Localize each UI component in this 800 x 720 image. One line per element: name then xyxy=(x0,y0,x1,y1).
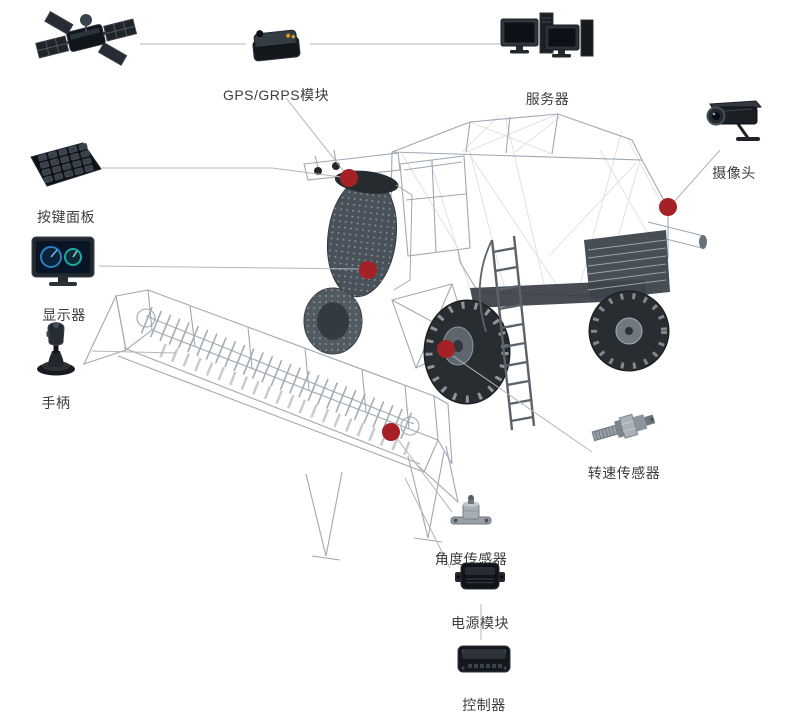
display-label: 显示器 xyxy=(42,307,86,323)
power-module-label: 电源模块 xyxy=(451,615,509,631)
speed-sensor-icon xyxy=(584,404,664,455)
joystick-label: 手柄 xyxy=(41,395,71,411)
server-label: 服务器 xyxy=(525,91,570,107)
connector-line xyxy=(91,350,177,354)
joystick-icon xyxy=(33,318,79,381)
speed-sensor-label: 转速传感器 xyxy=(587,465,661,481)
marker-dot xyxy=(659,198,677,216)
connector-line xyxy=(98,265,361,270)
connector-line xyxy=(395,436,453,513)
camera-icon xyxy=(700,96,768,151)
marker-dot xyxy=(340,169,358,187)
component-joystick: 手柄 xyxy=(33,318,79,413)
angle-sensor-icon xyxy=(432,494,510,539)
marker-dot xyxy=(382,423,400,441)
keypad-icon xyxy=(28,140,104,195)
connector-line xyxy=(672,149,721,204)
component-angle-sensor: 角度传感器 xyxy=(432,494,510,569)
component-satellite xyxy=(34,4,138,79)
controller-icon xyxy=(456,642,512,683)
controller-label: 控制器 xyxy=(462,697,506,713)
connector-line xyxy=(452,355,593,453)
harvester-wireframe xyxy=(82,113,707,561)
gps-module-label: GPS/GRPS模块 xyxy=(222,87,330,103)
component-power-module: 电源模块 xyxy=(450,558,510,633)
connector-lines xyxy=(91,43,721,640)
component-gps-module: GPS/GRPS模块 xyxy=(223,22,329,105)
component-camera: 摄像头 xyxy=(700,96,768,183)
server-icon xyxy=(500,12,595,77)
connector-line xyxy=(102,167,342,178)
marker-dot xyxy=(359,261,377,279)
power-module-icon xyxy=(450,558,510,601)
connector-line xyxy=(404,477,451,569)
component-display: 显示器 xyxy=(31,236,97,325)
keypad-label: 按键面板 xyxy=(37,209,95,225)
marker-dot xyxy=(437,340,455,358)
display-icon xyxy=(31,236,97,293)
component-keypad: 按键面板 xyxy=(28,140,104,227)
gps-module-icon xyxy=(248,22,304,73)
connector-line xyxy=(285,97,347,175)
camera-label: 摄像头 xyxy=(712,165,756,181)
component-speed-sensor: 转速传感器 xyxy=(584,404,664,483)
component-server: 服务器 xyxy=(500,12,595,109)
marker-dots xyxy=(340,169,677,441)
satellite-icon xyxy=(34,4,138,79)
component-controller: 控制器 xyxy=(456,642,512,715)
